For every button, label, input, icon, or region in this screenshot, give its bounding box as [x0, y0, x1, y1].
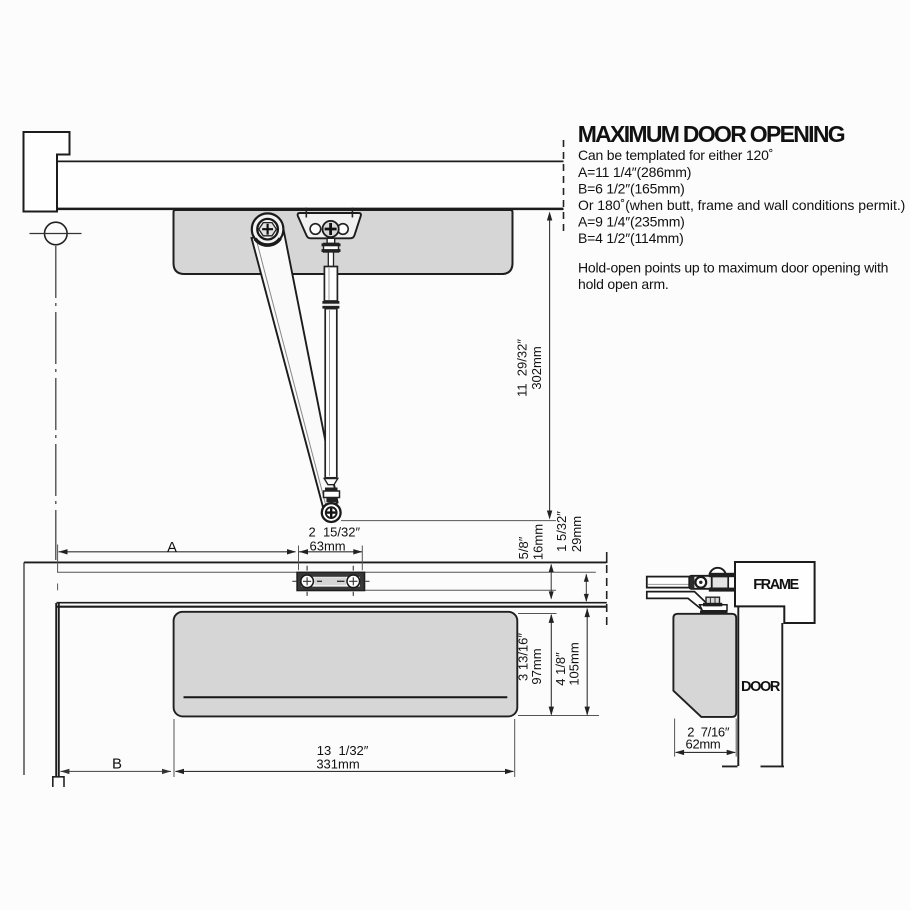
- svg-text:Hold-open points up to maximum: Hold-open points up to maximum door open…: [578, 260, 888, 276]
- svg-text:11 29/32″: 11 29/32″: [515, 339, 530, 397]
- svg-text:A: A: [167, 539, 177, 556]
- svg-text:5/8″: 5/8″: [516, 536, 531, 559]
- svg-text:16mm: 16mm: [531, 524, 546, 560]
- svg-text:B: B: [112, 756, 122, 773]
- svg-text:331mm: 331mm: [316, 757, 359, 772]
- svg-text:A=9 1/4″(235mm): A=9 1/4″(235mm): [578, 214, 685, 230]
- svg-text:302mm: 302mm: [529, 346, 544, 389]
- svg-text:Can be templated for either 12: Can be templated for either 120˚: [578, 147, 773, 163]
- svg-text:2 7/16″: 2 7/16″: [687, 725, 730, 740]
- svg-text:B=6 1/2″(165mm): B=6 1/2″(165mm): [578, 180, 685, 196]
- svg-text:13 1/32″: 13 1/32″: [317, 743, 369, 758]
- svg-text:B=4 1/2″(114mm): B=4 1/2″(114mm): [578, 230, 684, 246]
- svg-text:Or 180˚(when butt, frame and w: Or 180˚(when butt, frame and wall condit…: [578, 197, 905, 213]
- svg-text:97mm: 97mm: [529, 648, 544, 684]
- svg-text:29mm: 29mm: [569, 516, 584, 552]
- svg-text:1 5/32″: 1 5/32″: [554, 511, 569, 552]
- svg-text:4 1/8″: 4 1/8″: [553, 652, 568, 686]
- svg-text:FRAME: FRAME: [753, 577, 799, 593]
- svg-text:2 15/32″: 2 15/32″: [309, 524, 361, 539]
- svg-text:A=11 1/4″(286mm): A=11 1/4″(286mm): [578, 164, 691, 180]
- svg-text:62mm: 62mm: [686, 737, 721, 752]
- svg-text:105mm: 105mm: [567, 642, 582, 685]
- svg-text:3 13/16″: 3 13/16″: [515, 633, 530, 681]
- svg-text:MAXIMUM DOOR OPENING: MAXIMUM DOOR OPENING: [578, 121, 845, 147]
- svg-text:63mm: 63mm: [310, 539, 346, 554]
- svg-text:DOOR: DOOR: [741, 679, 781, 695]
- svg-text:hold open arm.: hold open arm.: [578, 276, 669, 292]
